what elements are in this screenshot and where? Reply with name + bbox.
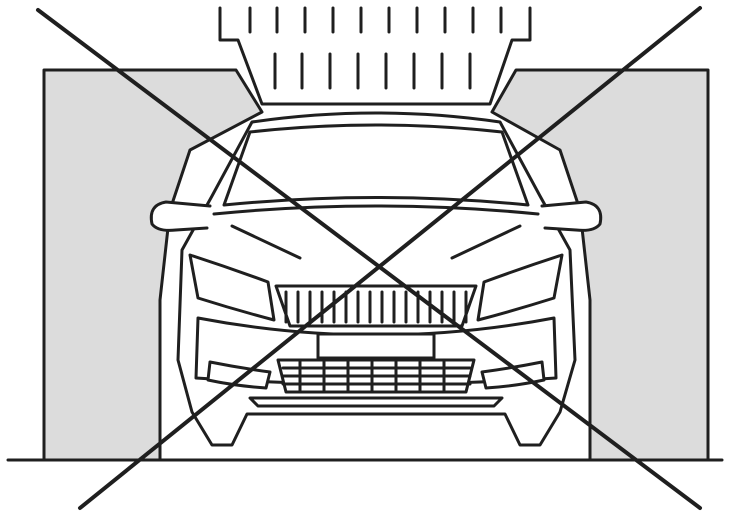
license-plate: [318, 334, 434, 358]
overhead-brush: [220, 8, 530, 104]
left-mirror: [151, 202, 210, 230]
upper-grille: [276, 286, 476, 326]
front-splitter: [250, 398, 502, 406]
right-mirror: [542, 202, 601, 230]
windshield: [224, 125, 528, 205]
lower-grille: [278, 360, 474, 392]
brush-housing: [220, 8, 530, 104]
